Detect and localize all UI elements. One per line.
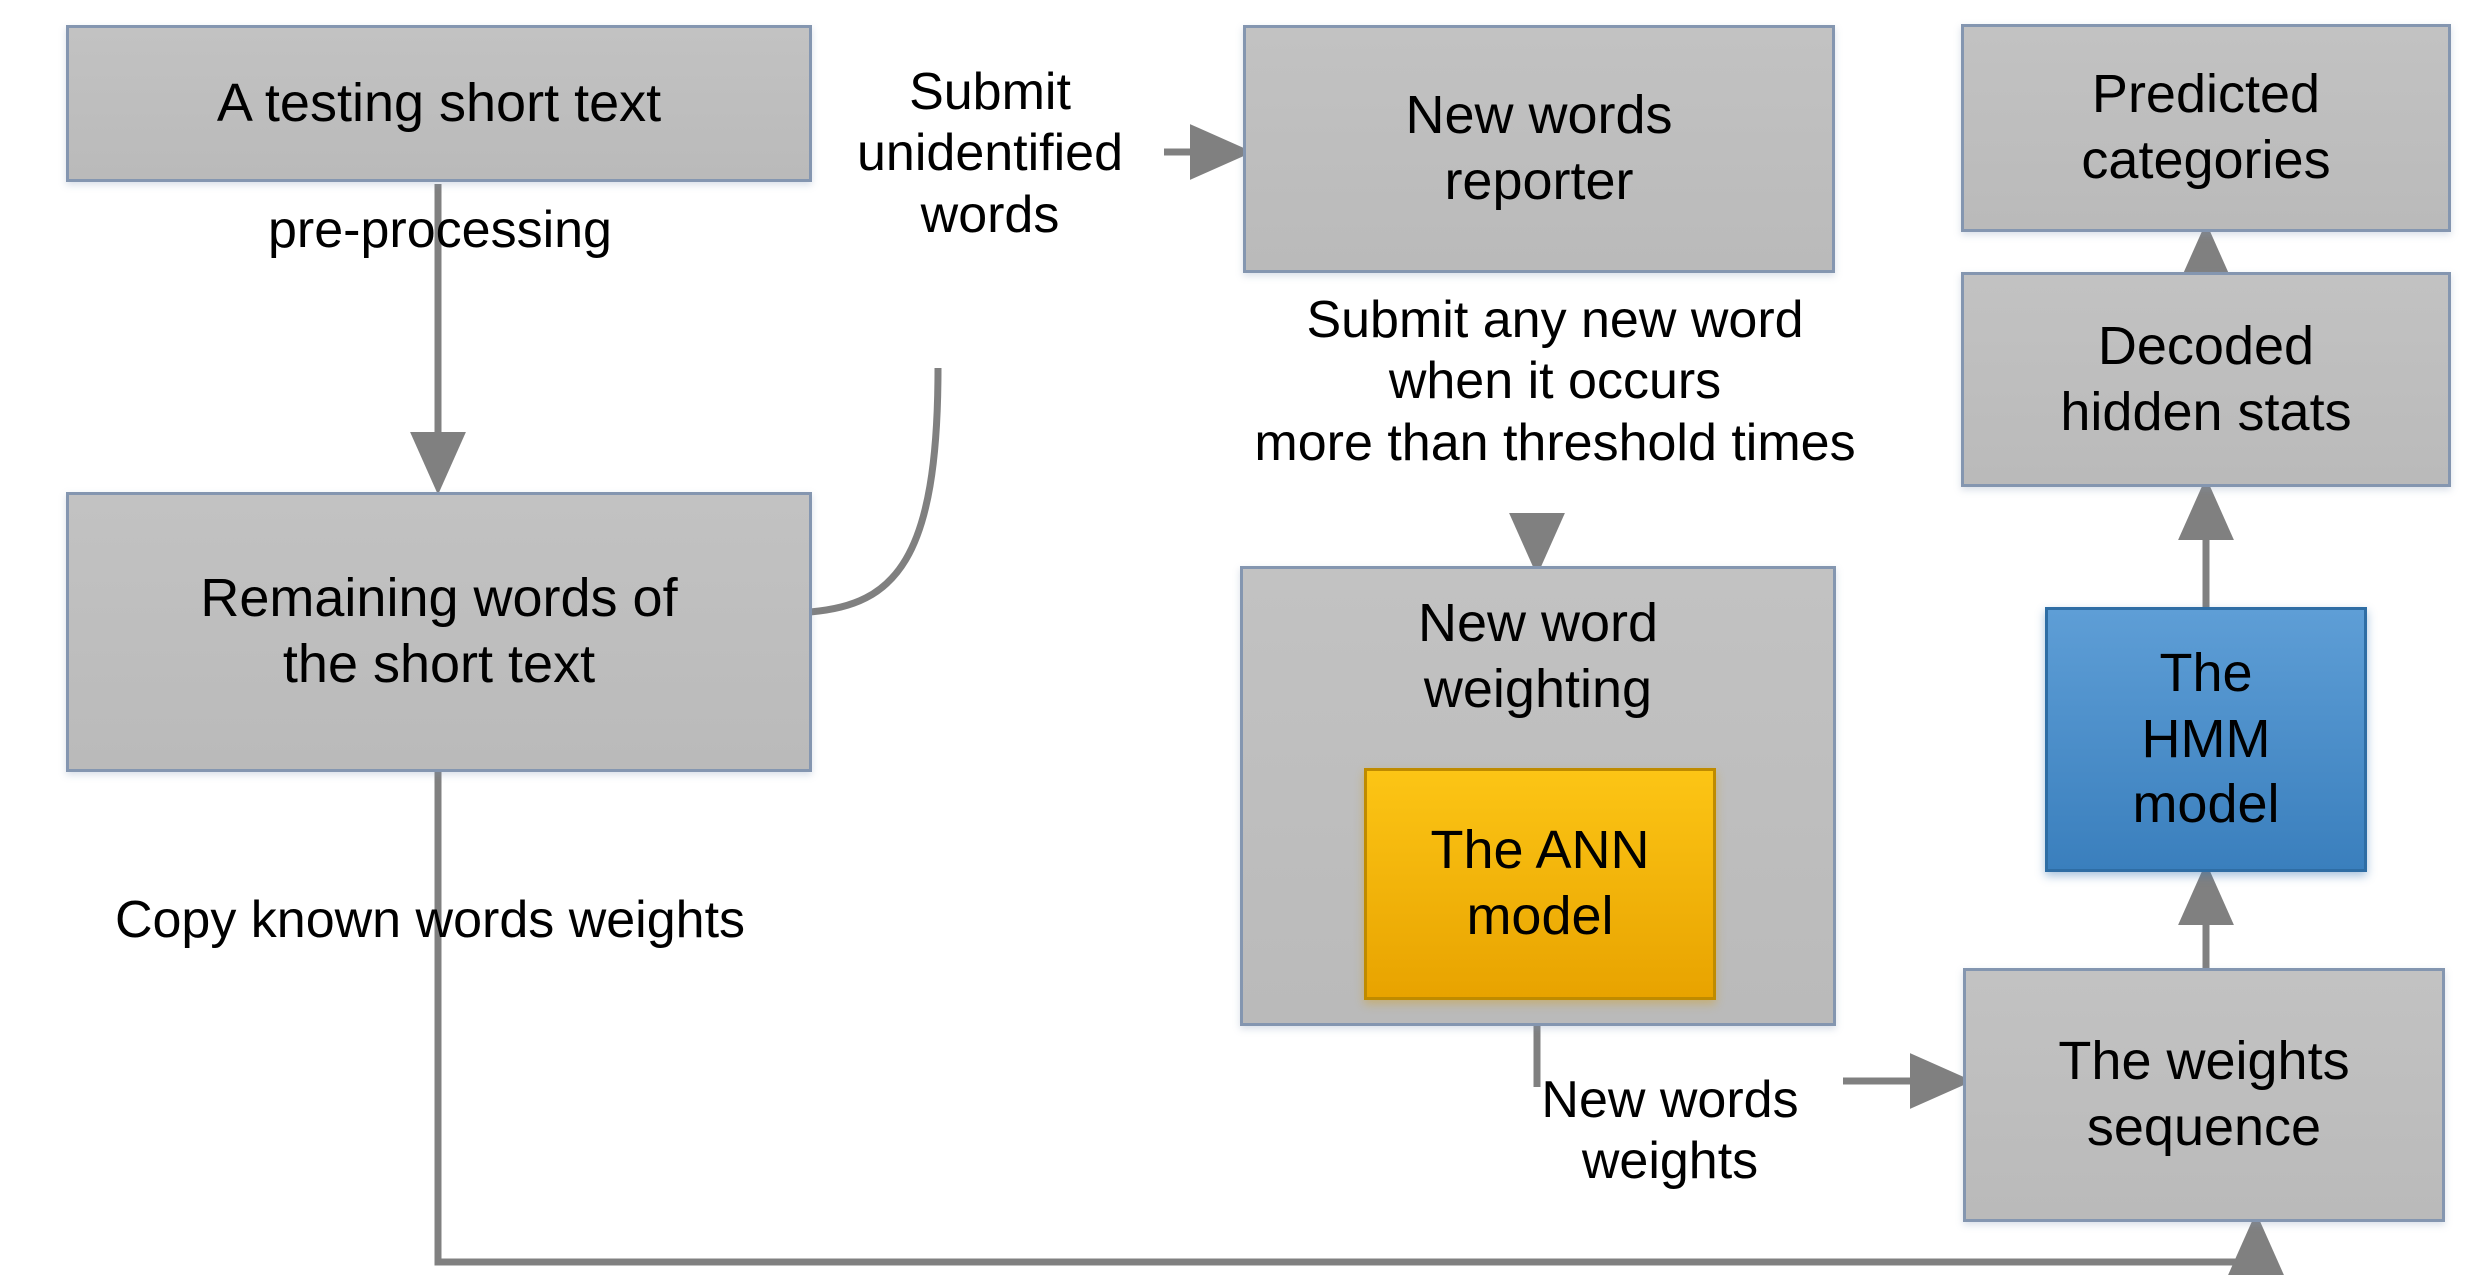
node-label: The weights sequence — [2058, 1031, 2350, 1157]
curve-submit-unidentified-words — [809, 367, 942, 616]
node-ann-model[interactable]: The ANN model — [1364, 768, 1716, 1000]
node-weights-sequence[interactable]: The weights sequence — [1963, 968, 2445, 1222]
edge-label-submit-any-new-word: Submit any new word when it occurs more … — [1254, 291, 1856, 472]
node-decoded-hidden-stats[interactable]: Decoded hidden stats — [1961, 272, 2451, 487]
node-label: New word weighting — [1417, 593, 1659, 719]
node-label: A testing short text — [216, 72, 662, 133]
node-label: The HMM model — [2132, 642, 2280, 835]
edge-label-pre-processing: pre-processing — [268, 201, 612, 259]
node-label: Predicted categories — [2081, 64, 2331, 190]
node-remaining-words[interactable]: Remaining words of the short text — [66, 492, 812, 772]
node-label: The ANN model — [1430, 820, 1650, 946]
edge-label-copy-known-words-weights: Copy known words weights — [114, 891, 746, 949]
node-new-words-reporter[interactable]: New words reporter — [1243, 25, 1835, 273]
node-hmm-model[interactable]: The HMM model — [2045, 607, 2367, 872]
node-label: Remaining words of the short text — [200, 568, 678, 694]
edge-label-submit-unidentified-words: Submit unidentified words — [857, 63, 1123, 244]
node-label: Decoded hidden stats — [2060, 315, 2352, 442]
node-label: New words reporter — [1405, 85, 1673, 211]
edge-label-new-words-weights: New words weights — [1541, 1071, 1799, 1191]
node-predicted-categories[interactable]: Predicted categories — [1961, 24, 2451, 232]
node-testing-short-text[interactable]: A testing short text — [66, 25, 812, 182]
